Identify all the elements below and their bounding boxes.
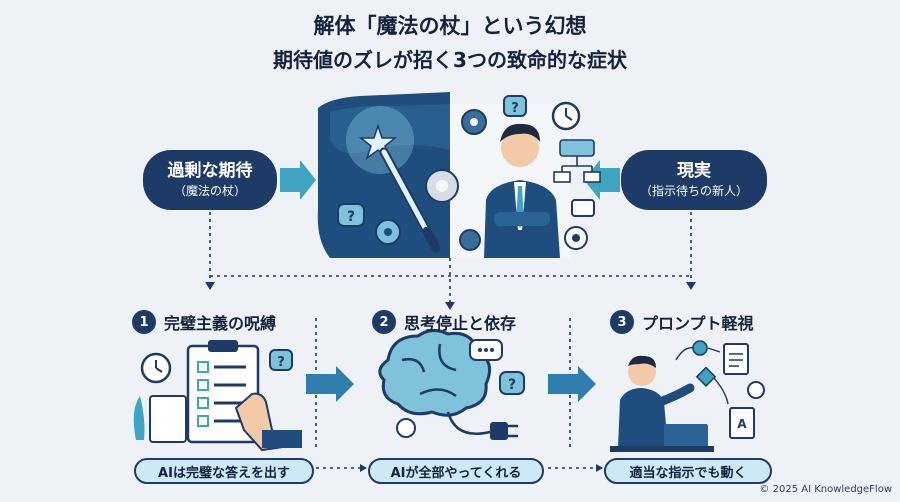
- arrow-step1-to-step2: [306, 366, 354, 402]
- gear-icon: [564, 226, 588, 250]
- chat-bubble-icon: [571, 199, 595, 217]
- svg-text:A: A: [737, 417, 747, 431]
- flowchart-icon: [553, 139, 601, 183]
- step-3-number: 3: [610, 310, 634, 334]
- document-icon: A: [723, 343, 755, 439]
- step-2-title: 思考停止と依存: [404, 314, 517, 333]
- reality-title: 現実: [677, 161, 711, 181]
- businessman-icon: [484, 123, 560, 258]
- circle-shape-icon: [692, 340, 708, 356]
- magic-wand-icon: [379, 147, 441, 253]
- step-1-heading: 1 完璧主義の呪縛: [132, 310, 276, 334]
- step3-arrows: [675, 347, 729, 405]
- reality-subtitle: （指示待ちの新人）: [639, 184, 748, 198]
- page-title: 解体「魔法の杖」という幻想: [313, 14, 587, 38]
- step-1-title: 完璧主義の呪縛: [164, 314, 277, 333]
- gear-icon: [396, 418, 416, 438]
- step-3-heading: 3 プロンプト軽視: [610, 310, 754, 334]
- arrow-step2-to-step3: [548, 366, 596, 402]
- step-2-heading: 2 思考停止と依存: [372, 310, 516, 334]
- magic-star-icon: [358, 123, 398, 160]
- expectation-subtitle: （魔法の杖）: [173, 184, 246, 198]
- page-subtitle: 期待値のズレが招く3つの致命的な症状: [273, 48, 627, 72]
- svg-text:?: ?: [511, 101, 519, 116]
- brain-icon: ?: [378, 329, 525, 435]
- arrow-right-to-center: [584, 160, 620, 200]
- question-bubble-icon: ?: [503, 95, 527, 117]
- arrow-left-to-center: [280, 160, 316, 200]
- copyright-notice: © 2025 AI KnowledgeFlow: [759, 484, 892, 495]
- svg-text:?: ?: [277, 355, 285, 370]
- expectation-title: 過剰な期待: [167, 161, 253, 181]
- expectation-box: 過剰な期待 （魔法の杖）: [143, 150, 277, 210]
- gear-icon: [375, 219, 401, 245]
- step-2-caption: AIが全部やってくれる: [368, 458, 544, 484]
- step-3-caption: 適当な指示でも動く: [604, 458, 772, 484]
- plug-icon: [490, 422, 518, 440]
- clipboard-checklist-icon: ?: [133, 340, 302, 452]
- question-bubble-icon: ?: [337, 203, 365, 227]
- step-3-title: プロンプト軽視: [642, 314, 754, 333]
- svg-text:?: ?: [508, 377, 516, 393]
- step-2-number: 2: [372, 310, 396, 334]
- svg-text:?: ?: [347, 209, 355, 225]
- gear-icon: [747, 381, 765, 399]
- clock-icon: [551, 101, 581, 131]
- presenter-icon: [610, 355, 714, 452]
- step-1-number: 1: [132, 310, 156, 334]
- diamond-shape-icon: [695, 366, 717, 387]
- center-illustration: ? ?: [317, 92, 601, 258]
- connector-arrowheads: [205, 282, 696, 472]
- reality-box: 現実 （指示待ちの新人）: [621, 150, 767, 210]
- gear-icon: [425, 109, 487, 251]
- step-1-caption: AIは完璧な答えを出す: [134, 458, 314, 484]
